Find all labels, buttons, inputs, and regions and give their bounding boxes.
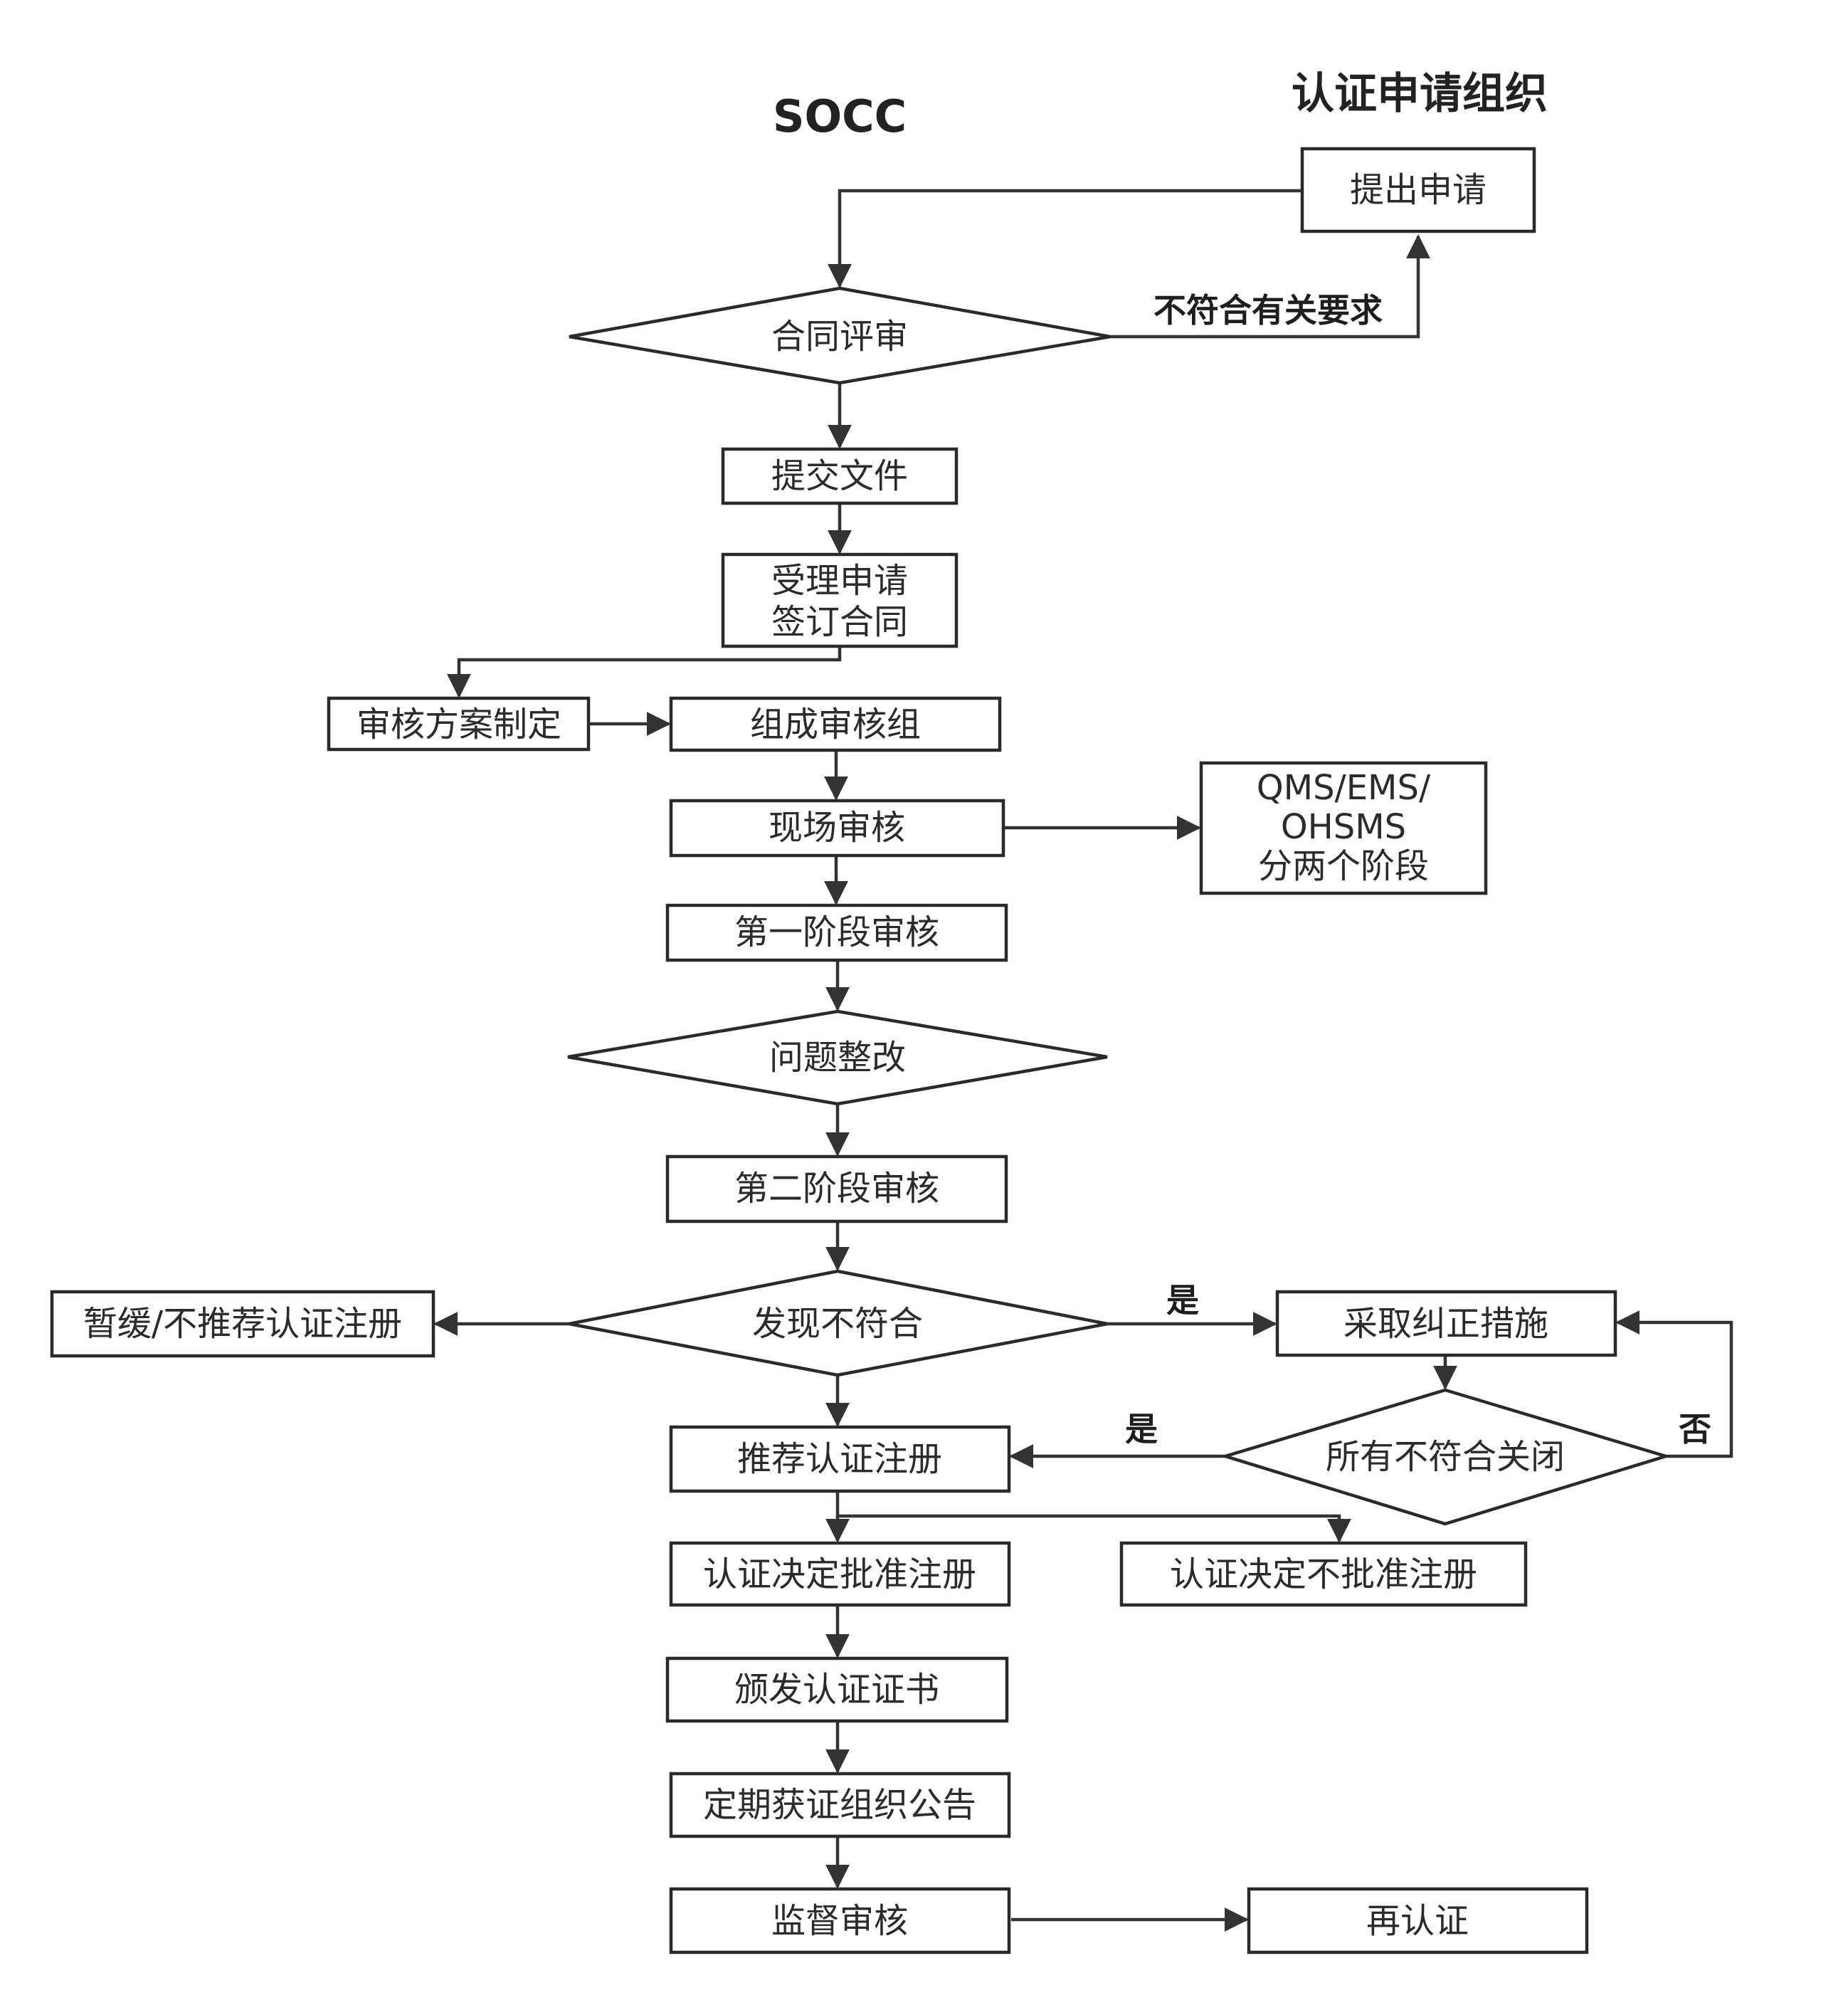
node-contract-review-label: 合同评审 — [771, 317, 908, 357]
node-surveillance-label: 监督审核 — [771, 1901, 908, 1941]
node-onsite-audit: 现场审核 — [669, 799, 1005, 858]
lane-title-applicant: 认证申请组织 — [1292, 69, 1548, 119]
node-stage2-audit: 第二阶段审核 — [665, 1154, 1008, 1223]
node-stage1-audit-label: 第一阶段审核 — [734, 912, 939, 952]
node-rectification-label: 问题整改 — [769, 1038, 906, 1078]
edge-label-yes-right: 是 — [1166, 1281, 1199, 1320]
edge-label-yes-left: 是 — [1125, 1410, 1158, 1448]
node-two-stages-line2: OHSMS — [1281, 807, 1406, 847]
edge-label-no: 否 — [1679, 1410, 1711, 1448]
node-issue-cert: 颁发认证证书 — [665, 1656, 1009, 1723]
node-corrective-action: 采取纠正措施 — [1275, 1290, 1617, 1357]
node-accept-line2: 签订合同 — [771, 602, 908, 642]
node-stage1-audit: 第一阶段审核 — [665, 903, 1008, 962]
node-announce: 定期获证组织公告 — [669, 1772, 1011, 1838]
edge-accept-to-plan — [447, 646, 842, 698]
node-reject: 认证决定不批准注册 — [1119, 1541, 1528, 1607]
node-accept-line1: 受理申请 — [771, 561, 908, 601]
node-recert: 再认证 — [1247, 1887, 1589, 1954]
edge-recommend-to-reject — [838, 1514, 1351, 1543]
node-all-closed-label: 所有不符合关闭 — [1326, 1437, 1565, 1477]
node-accept: 受理申请 签订合同 — [721, 552, 959, 648]
node-corrective-action-label: 采取纠正措施 — [1343, 1304, 1548, 1344]
edge-review-to-apply — [1110, 234, 1430, 339]
node-reject-label: 认证决定不批准注册 — [1170, 1554, 1477, 1594]
node-submit-docs: 提交文件 — [721, 447, 959, 505]
node-apply-label: 提出申请 — [1350, 170, 1487, 210]
node-approve-label: 认证决定批准注册 — [703, 1554, 976, 1594]
node-announce-label: 定期获证组织公告 — [703, 1785, 976, 1825]
node-nonconformity-found: 发现不符合 — [569, 1269, 1108, 1377]
node-two-stages: QMS/EMS/ OHSMS 分两个阶段 — [1199, 761, 1488, 895]
node-recommend: 推荐认证注册 — [669, 1425, 1011, 1493]
node-two-stages-line3: 分两个阶段 — [1258, 846, 1429, 886]
node-recert-label: 再认证 — [1366, 1901, 1469, 1941]
node-rectification: 问题整改 — [567, 1009, 1108, 1106]
node-suspend-label: 暂缓/不推荐认证注册 — [83, 1304, 402, 1344]
node-audit-plan-label: 审核方案制定 — [357, 705, 561, 744]
node-surveillance: 监督审核 — [669, 1887, 1011, 1954]
node-issue-cert-label: 颁发认证证书 — [734, 1670, 939, 1710]
edge-closed-to-corrective — [1615, 1310, 1733, 1458]
node-audit-plan: 审核方案制定 — [327, 696, 591, 752]
edge-label-not-meet: 不符合有关要求 — [1153, 291, 1383, 330]
node-apply: 提出申请 — [1300, 147, 1536, 233]
node-submit-docs-label: 提交文件 — [771, 456, 908, 496]
node-onsite-audit-label: 现场审核 — [769, 808, 905, 848]
node-stage2-audit-label: 第二阶段审核 — [734, 1169, 939, 1209]
node-suspend: 暂缓/不推荐认证注册 — [50, 1290, 435, 1358]
edge-apply-to-review — [828, 189, 1302, 288]
edges — [433, 189, 1733, 1932]
node-contract-review: 合同评审 — [569, 286, 1111, 385]
node-recommend-label: 推荐认证注册 — [737, 1439, 942, 1479]
node-all-closed: 所有不符合关闭 — [1220, 1388, 1672, 1526]
node-audit-team-label: 组成审核组 — [750, 705, 921, 744]
node-approve: 认证决定批准注册 — [669, 1541, 1011, 1607]
node-audit-team: 组成审核组 — [669, 696, 1002, 752]
node-two-stages-line1: QMS/EMS/ — [1257, 768, 1431, 808]
node-nonconformity-found-label: 发现不符合 — [752, 1304, 923, 1344]
lane-title-socc: SOCC — [773, 90, 907, 142]
